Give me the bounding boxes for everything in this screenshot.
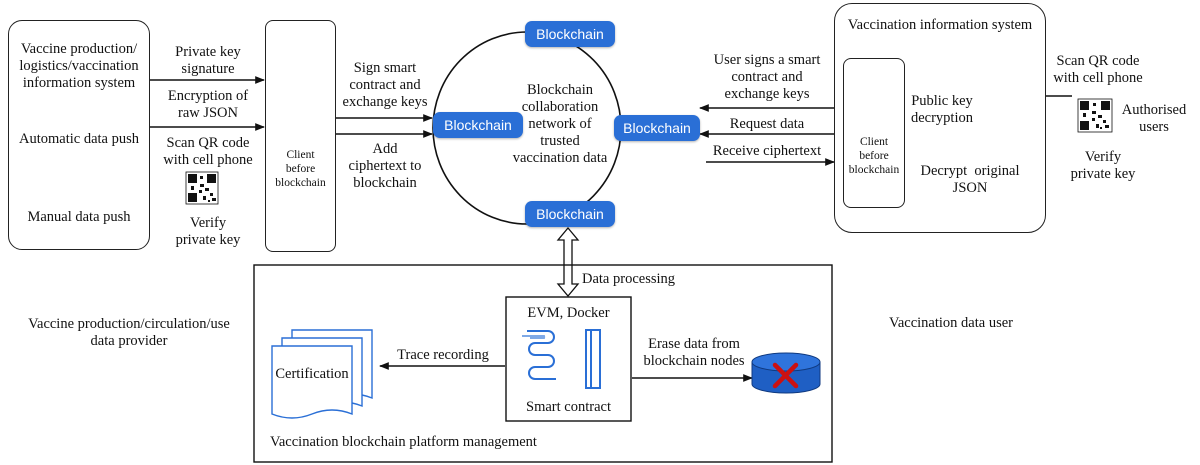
erase-data-label: Erase data from blockchain nodes bbox=[643, 336, 745, 369]
data-processing-double-arrow bbox=[556, 226, 580, 298]
encryption-json-label: Encryption of raw JSON bbox=[167, 88, 249, 121]
client-right-box bbox=[843, 58, 905, 208]
manual-push-label: Manual data push bbox=[27, 209, 131, 225]
authorised-users-label: Authorised users bbox=[1121, 102, 1187, 135]
certification-icon bbox=[271, 329, 373, 419]
certification-label: Certification bbox=[275, 366, 349, 382]
scan-qr-right-label: Scan QR code with cell phone bbox=[1053, 53, 1143, 86]
auto-push-label: Automatic data push bbox=[18, 131, 139, 147]
platform-title: Vaccination blockchain platform manageme… bbox=[270, 434, 537, 450]
add-ciphertext-label: Add ciphertext to blockchain bbox=[348, 141, 422, 191]
decrypt-json-label: Decrypt original JSON bbox=[920, 163, 1020, 196]
verify-key-left-label: Verify private key bbox=[175, 215, 241, 248]
network-center-label: Blockchain collaboration network of trus… bbox=[512, 82, 608, 166]
provider-label: Vaccine production/circulation/use data … bbox=[28, 316, 230, 349]
qr-code-right-icon bbox=[1077, 98, 1113, 133]
verify-key-right-label: Verify private key bbox=[1070, 149, 1136, 182]
left-system-box bbox=[8, 20, 150, 250]
data-user-label: Vaccination data user bbox=[888, 315, 1013, 331]
blockchain-node-left: Blockchain bbox=[433, 112, 523, 138]
scan-qr-left-label: Scan QR code with cell phone bbox=[163, 135, 253, 168]
trace-recording-label: Trace recording bbox=[397, 347, 489, 363]
client-right-label: Client before blockchain bbox=[848, 136, 900, 176]
data-processing-label: Data processing bbox=[582, 271, 676, 287]
user-signs-label: User signs a smart contract and exchange… bbox=[713, 52, 821, 102]
request-data-label: Request data bbox=[729, 116, 805, 132]
erase-x-icon bbox=[772, 362, 799, 389]
qr-code-left-icon bbox=[185, 171, 219, 205]
client-left-label: Client before blockchain bbox=[275, 149, 326, 189]
right-system-title: Vaccination information system bbox=[847, 17, 1033, 33]
client-left-box bbox=[265, 20, 336, 252]
left-system-title: Vaccine production/ logistics/vaccinatio… bbox=[19, 41, 139, 91]
evm-docker-label: EVM, Docker bbox=[527, 305, 610, 321]
receive-ciphertext-label: Receive ciphertext bbox=[712, 143, 822, 159]
blockchain-node-bottom: Blockchain bbox=[525, 201, 615, 227]
sign-contract-label: Sign smart contract and exchange keys bbox=[342, 60, 428, 110]
private-key-signature-label: Private key signature bbox=[175, 44, 241, 77]
smart-contract-label: Smart contract bbox=[526, 399, 611, 415]
blockchain-node-top: Blockchain bbox=[525, 21, 615, 47]
public-key-decryption-label: Public key decryption bbox=[910, 93, 973, 126]
blockchain-node-right: Blockchain bbox=[614, 115, 700, 141]
smart-contract-icon bbox=[522, 329, 601, 389]
smart-contract-box bbox=[505, 296, 632, 422]
platform-box bbox=[253, 264, 833, 463]
